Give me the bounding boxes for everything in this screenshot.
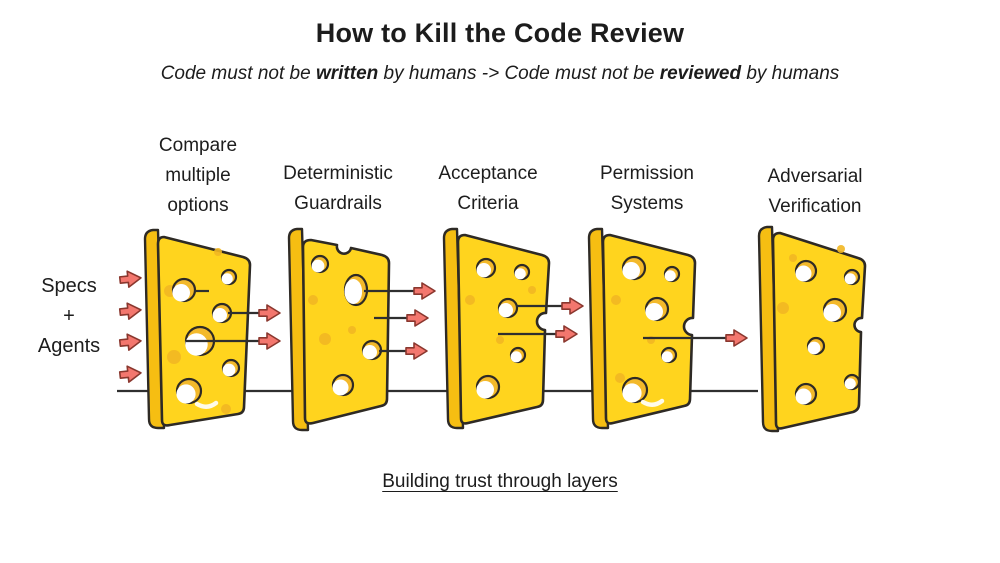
arrow-icon [406, 309, 429, 327]
layer-label-adversarial-verification: Adversarial Verification [767, 166, 863, 217]
arrow-icon [258, 304, 281, 322]
cheese-slice-5 [757, 225, 867, 433]
cheese-holes [171, 268, 241, 405]
layer-label-compare-multiple-options: Compare multiple options [158, 135, 238, 216]
cheese-holes [621, 255, 681, 404]
highlight-glint [194, 400, 219, 409]
cheese-slice-2 [287, 227, 391, 432]
cheese-face [601, 233, 697, 425]
cheese-slice-4 [587, 227, 697, 430]
cheese-spots [465, 286, 536, 344]
page-title: How to Kill the Code Review [315, 18, 685, 48]
input-arrow-icon [118, 302, 142, 320]
cheese-face [771, 231, 867, 430]
arrow-icon [258, 332, 281, 350]
subtitle-text: Code must not be [160, 63, 316, 84]
subtitle: Code must not be written by humans -> Co… [0, 63, 1000, 85]
cheese-slice-1 [143, 228, 252, 430]
cheese-holes [475, 257, 531, 400]
flow-arrows [186, 282, 748, 360]
input-arrows [118, 270, 142, 383]
highlight-glint [640, 398, 665, 407]
arrow-icon [561, 297, 584, 315]
cheese-holes [310, 254, 383, 397]
cheese-spots [308, 295, 356, 345]
arrow-icon [555, 325, 578, 343]
arrow-icon [413, 282, 436, 300]
input-label-specs-agents: Specs + Agents [37, 275, 101, 357]
layer-label-permission-systems: Permission Systems [600, 163, 694, 214]
cheese-holes [794, 259, 861, 406]
input-arrow-icon [118, 270, 142, 288]
input-arrow-icon [118, 333, 142, 351]
cheese-spots [777, 245, 845, 314]
cheese-slice-3 [442, 227, 551, 430]
cheese-face [456, 233, 551, 425]
caption-building-trust: Building trust through layers [382, 471, 618, 492]
layer-label-acceptance-criteria: Acceptance Criteria [438, 163, 538, 214]
subtitle-bold-reviewed: reviewed [659, 63, 742, 84]
subtitle-text: by humans -> Code must not be [378, 63, 660, 84]
arrow-icon [405, 342, 428, 360]
arrow-icon [725, 329, 748, 347]
layer-label-deterministic-guardrails: Deterministic Guardrails [283, 163, 393, 214]
subtitle-text: by humans [741, 63, 840, 84]
subtitle-bold-written: written [315, 63, 379, 84]
input-arrow-icon [118, 365, 142, 383]
